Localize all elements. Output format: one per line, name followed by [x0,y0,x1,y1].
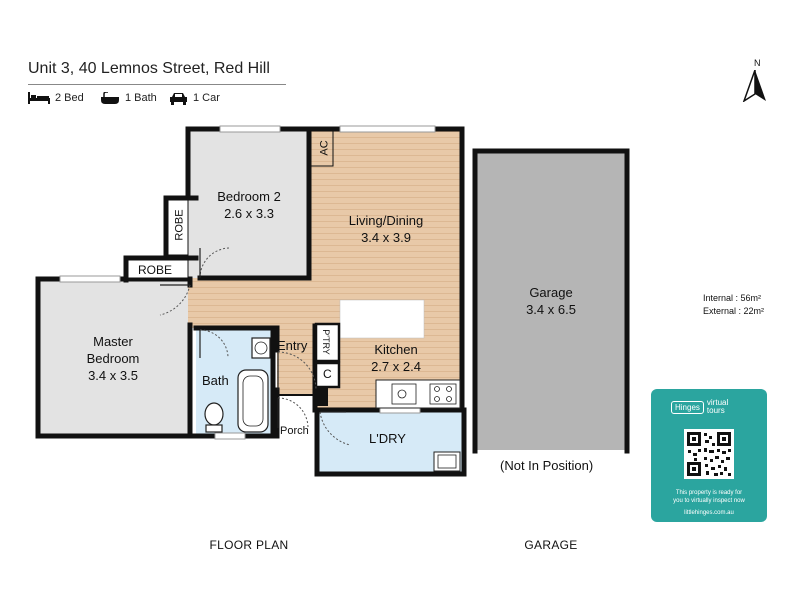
garage-note: (Not In Position) [500,458,594,473]
compass-label: N [754,58,761,68]
room-aircon-name: AC [318,140,331,156]
feature-baths: 1 Bath [100,90,157,106]
room-master-name-line1: Master [93,334,133,349]
ad-url-link[interactable]: littlehinges.com.au [684,510,734,516]
title-divider [28,84,286,85]
room-garage-name: Garage [529,285,573,300]
porch-floor [277,395,317,437]
room-kitchen-dims: 2.7 x 2.4 [371,359,421,374]
area-external: External : 22m² [703,306,765,316]
bed-icon [28,92,50,104]
master-floor [38,280,188,435]
ad-brand-line2: tours [706,406,725,415]
feature-beds: 2 Bed [28,90,84,106]
area-summary: Internal : 56m² External : 22m² [703,292,764,318]
room-living: Living/Dining 3.4 x 3.9 [349,212,423,246]
room-pantry-name: P'TRY [320,329,331,355]
virtual-tour-card[interactable]: Hinges virtual tours This property i [651,389,767,522]
bath-icon [101,91,119,104]
feature-beds-label: 2 Bed [55,92,84,104]
room-robe-vertical-name: ROBE [173,209,186,241]
address-title: Unit 3, 40 Lemnos Street, Red Hill [28,60,270,77]
north-arrow-icon [742,70,766,102]
room-living-name: Living/Dining [348,213,424,228]
room-kitchen-name: Kitchen [374,342,418,357]
ad-text-line2: you to virtually inspect now [673,498,745,504]
room-master-name-line2: Bedroom [86,351,140,366]
room-cupboard-name: C [323,367,332,381]
feature-baths-label: 1 Bath [125,92,157,104]
caption-floor-plan: FLOOR PLAN [209,538,289,552]
car-icon [170,92,187,105]
room-garage-dims: 3.4 x 6.5 [526,302,576,317]
room-laundry-name: L'DRY [369,431,406,446]
room-bedroom2-dims: 2.6 x 3.3 [224,206,274,221]
room-kitchen: Kitchen 2.7 x 2.4 [371,341,421,375]
feature-cars: 1 Car [169,90,220,106]
room-living-dims: 3.4 x 3.9 [361,230,411,245]
ad-brand-line1: virtual [706,398,729,407]
kitchen-island [339,299,425,339]
qr-code-icon[interactable] [684,429,734,479]
room-master: Master Bedroom 3.4 x 3.5 [87,333,140,384]
room-bedroom2-name: Bedroom 2 [217,189,281,204]
room-porch-name: Porch [280,425,309,437]
room-garage: Garage 3.4 x 6.5 [526,284,576,318]
area-internal: Internal : 56m² [703,293,762,303]
room-entry-name: Entry [277,338,308,353]
garage-floor [476,152,626,450]
ad-text-line1: This property is ready for [675,490,743,496]
ad-brand-box: Hinges [671,400,704,414]
ad-text: This property is ready for you to virtua… [651,489,767,505]
room-robe-horizontal-name: ROBE [138,263,173,277]
feature-cars-label: 1 Car [193,92,220,104]
bedroom2-floor [188,130,310,278]
room-bath-name: Bath [202,373,229,388]
caption-garage: GARAGE [524,538,578,552]
room-master-dims: 3.4 x 3.5 [88,368,138,383]
hall-floor [188,278,313,328]
room-bedroom2: Bedroom 2 2.6 x 3.3 [217,188,281,222]
ad-brand: Hinges virtual tours [671,399,728,415]
